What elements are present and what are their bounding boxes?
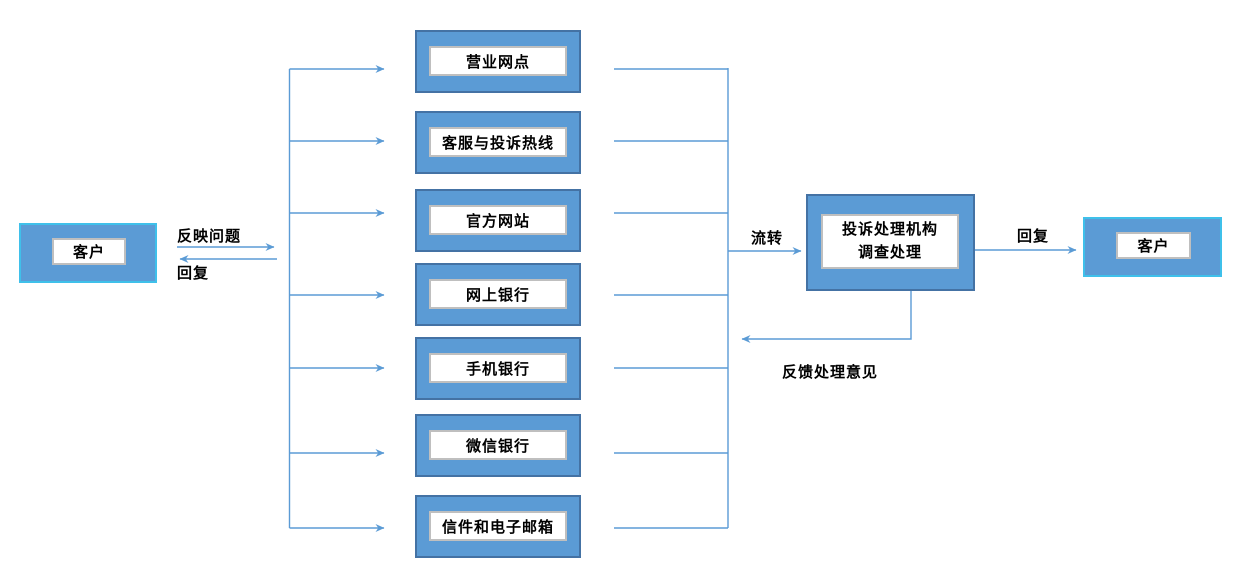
node-label: 客户 xyxy=(1116,232,1191,259)
node-label: 客户 xyxy=(52,238,126,265)
label-reflect-problem: 反映问题 xyxy=(177,228,242,245)
feedback-connector xyxy=(741,291,912,343)
node-label: 营业网点 xyxy=(429,46,567,76)
channel-node: 官方网站 xyxy=(415,189,581,252)
node-label: 网上银行 xyxy=(429,279,567,309)
right-collector-connectors xyxy=(614,68,802,529)
node-label: 客服与投诉热线 xyxy=(429,127,567,157)
node-label: 手机银行 xyxy=(429,353,567,383)
channel-node: 信件和电子邮箱 xyxy=(415,495,581,558)
label-reply-right: 回复 xyxy=(1016,228,1049,245)
channel-node: 营业网点 xyxy=(415,30,581,93)
node-label: 官方网站 xyxy=(429,205,567,235)
node-customer-left: 客户 xyxy=(19,223,157,283)
channel-node: 客服与投诉热线 xyxy=(415,111,581,174)
node-label: 信件和电子邮箱 xyxy=(429,511,567,541)
node-complaint-processor: 投诉处理机构 调查处理 xyxy=(806,194,975,291)
channel-node: 网上银行 xyxy=(415,263,581,326)
customer-exchange-connectors xyxy=(177,243,277,263)
node-label: 投诉处理机构 调查处理 xyxy=(821,214,959,269)
label-feedback: 反馈处理意见 xyxy=(781,364,878,381)
node-customer-right: 客户 xyxy=(1083,217,1222,277)
channel-node: 微信银行 xyxy=(415,414,581,477)
left-branch-connectors xyxy=(288,65,385,532)
label-reply-left: 回复 xyxy=(177,265,210,282)
channel-node: 手机银行 xyxy=(415,337,581,400)
label-transfer: 流转 xyxy=(750,230,783,247)
node-label: 微信银行 xyxy=(429,430,567,460)
